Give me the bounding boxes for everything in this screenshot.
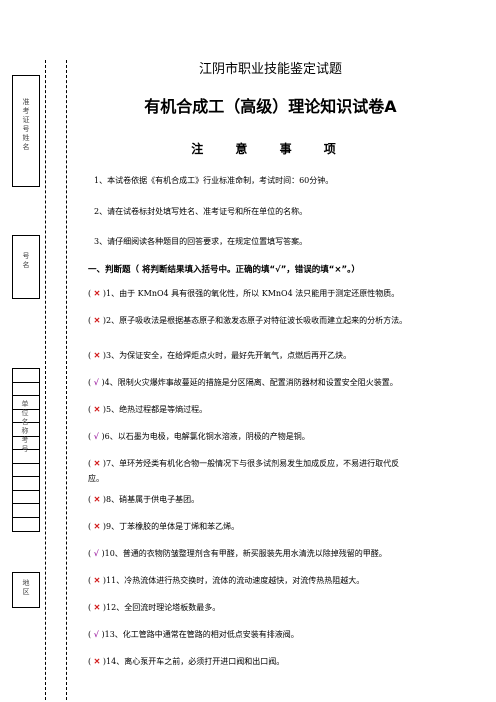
question-text: )3、为保证安全，在给焊炬点火时，最好先开氧气，点燃后再开乙炔。 <box>102 351 352 360</box>
unit-grid <box>12 368 40 532</box>
name-box: 号名 <box>12 235 40 299</box>
question-12: ( ✕ )12、全回流时理论塔板数最多。 <box>88 602 221 612</box>
answer-mark: ✕ <box>93 575 101 585</box>
question-text: )6、以石墨为电极，电解氯化铜水溶液，阴极的产物是铜。 <box>101 432 310 441</box>
question-3: ( ✕ )3、为保证安全，在给焊炬点火时，最好先开氧气，点燃后再开乙炔。 <box>88 350 352 360</box>
question-4: ( √ )4、限制火灾爆炸事故蔓延的措施是分区隔离、配置消防器材和设置安全阻火装… <box>88 377 398 387</box>
question-10: ( √ )10、普通的衣物防皱整理剂含有甲醛，新买服装先用水清洗以除掉残留的甲醛… <box>88 548 387 558</box>
question-5: ( ✕ )5、绝热过程都是等熵过程。 <box>88 404 208 414</box>
question-text: )2、原子吸收法是根据基态原子和激发态原子对特征波长吸收而建立起来的分析方法。 <box>102 316 408 325</box>
notice-heading: 注 意 事 项 <box>191 142 350 156</box>
candidate-info-box: 准考证号姓名 <box>12 75 40 187</box>
region-box: 地区 <box>12 572 40 608</box>
answer-mark: ✕ <box>93 494 101 504</box>
answer-mark: √ <box>93 431 99 441</box>
question-7: ( ✕ )7、单环芳烃类有机化合物一般情况下与很多试剂易发生加成反应，不易进行取… <box>88 458 400 483</box>
answer-mark: √ <box>93 629 99 639</box>
question-9: ( ✕ )9、丁苯橡胶的单体是丁烯和苯乙烯。 <box>88 521 240 531</box>
question-text: )14、离心泵开车之前，必须打开进口阀和出口阀。 <box>102 657 285 666</box>
question-text: )4、限制火灾爆炸事故蔓延的措施是分区隔离、配置消防器材和设置安全阻火装置。 <box>101 378 398 387</box>
binding-line-left <box>45 60 46 700</box>
answer-mark: ✕ <box>93 656 101 666</box>
question-text: )7、单环芳烃类有机化合物一般情况下与很多试剂易发生加成反应，不易进行取代反应。 <box>88 459 400 483</box>
answer-mark: ✕ <box>93 350 101 360</box>
binding-line-right <box>66 60 67 700</box>
question-6: ( √ )6、以石墨为电极，电解氯化铜水溶液，阴极的产物是铜。 <box>88 431 310 441</box>
answer-mark: ✕ <box>93 458 101 468</box>
note-1: 1、本试卷依据《有机合成工》行业标准命制，考试时间：60分钟。 <box>94 176 334 185</box>
region-box-label: 地区 <box>22 579 30 597</box>
answer-mark: ✕ <box>93 521 101 531</box>
question-text: )12、全回流时理论塔板数最多。 <box>102 603 221 612</box>
answer-mark: ✕ <box>93 602 101 612</box>
question-text: )10、普通的衣物防皱整理剂含有甲醛，新买服装先用水清洗以除掉残留的甲醛。 <box>101 549 387 558</box>
question-14: ( ✕ )14、离心泵开车之前，必须打开进口阀和出口阀。 <box>88 656 285 666</box>
question-11: ( ✕ )11、冷热流体进行热交换时，流体的流动速度越快，对流传热热阻越大。 <box>88 575 365 585</box>
question-text: )8、硝基属于供电子基团。 <box>102 495 200 504</box>
note-3: 3、请仔细阅读各种题目的回答要求，在规定位置填写答案。 <box>94 237 308 246</box>
section-heading: 一、判断题（ 将判断结果填入括号中。正确的填“√”，错误的填“×”。） <box>88 265 360 275</box>
name-box-label: 号名 <box>22 252 30 270</box>
answer-mark: ✕ <box>93 404 101 414</box>
question-2: ( ✕ )2、原子吸收法是根据基态原子和激发态原子对特征波长吸收而建立起来的分析… <box>88 315 408 325</box>
question-text: )11、冷热流体进行热交换时，流体的流动速度越快，对流传热热阻越大。 <box>102 576 365 585</box>
question-text: )9、丁苯橡胶的单体是丁烯和苯乙烯。 <box>102 522 240 531</box>
question-13: ( √ )13、化工管路中通常在管路的相对低点安装有排液阀。 <box>88 629 299 639</box>
answer-mark: ✕ <box>93 315 101 325</box>
note-2: 2、请在试卷标封处填写姓名、准考证号和所在单位的名称。 <box>94 207 308 216</box>
exam-title: 有机合成工（高级）理论知识试卷A <box>144 97 397 116</box>
org-title: 江阴市职业技能鉴定试题 <box>198 62 342 77</box>
answer-mark: √ <box>93 377 99 387</box>
unit-grid-label: 单位名称考号 <box>21 400 29 454</box>
answer-mark: ✕ <box>93 288 101 298</box>
question-1: ( ✕ )1、由于 KMnO4 具有很强的氧化性，所以 KMnO4 法只能用于测… <box>88 288 400 298</box>
question-text: )1、由于 KMnO4 具有很强的氧化性，所以 KMnO4 法只能用于测定还原性… <box>102 289 400 298</box>
question-text: )5、绝热过程都是等熵过程。 <box>102 405 208 414</box>
question-8: ( ✕ )8、硝基属于供电子基团。 <box>88 494 200 504</box>
question-text: )13、化工管路中通常在管路的相对低点安装有排液阀。 <box>101 630 299 639</box>
candidate-info-label: 准考证号姓名 <box>22 98 30 152</box>
answer-mark: √ <box>93 548 99 558</box>
